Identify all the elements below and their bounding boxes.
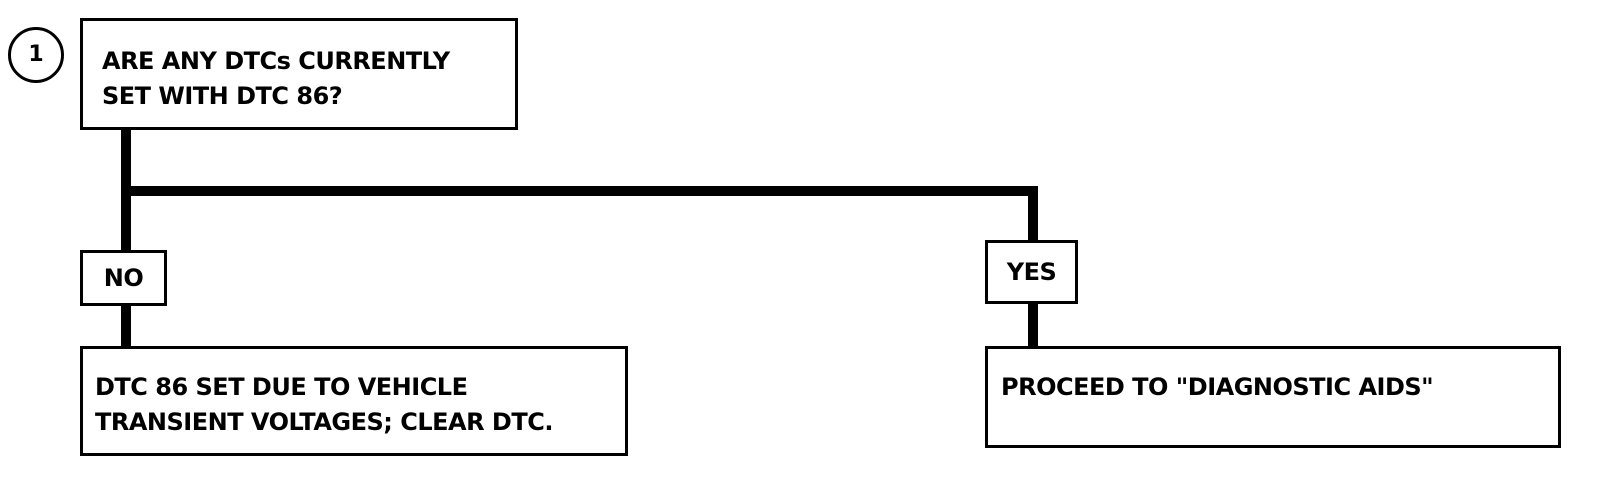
no-branch-label: NO [80, 250, 167, 306]
question-box: ARE ANY DTCs CURRENTLY SET WITH DTC 86? [80, 18, 518, 130]
connector-yes-down [1028, 186, 1038, 242]
connector-horizontal-branch [121, 186, 1038, 196]
no-action-line-2: TRANSIENT VOLTAGES; CLEAR DTC. [95, 408, 553, 436]
connector-yes-to-action [1028, 302, 1038, 348]
question-line-1: ARE ANY DTCs CURRENTLY [102, 47, 450, 75]
step-number-badge: 1 [8, 27, 64, 83]
no-action-line-1: DTC 86 SET DUE TO VEHICLE [95, 373, 468, 401]
yes-branch-label: YES [985, 240, 1078, 304]
yes-action-line-1: PROCEED TO "DIAGNOSTIC AIDS" [1001, 373, 1434, 401]
yes-action-box: PROCEED TO "DIAGNOSTIC AIDS" [985, 346, 1561, 448]
no-action-box: DTC 86 SET DUE TO VEHICLE TRANSIENT VOLT… [80, 346, 628, 456]
question-line-2: SET WITH DTC 86? [102, 82, 343, 110]
connector-no-to-action [121, 302, 131, 348]
